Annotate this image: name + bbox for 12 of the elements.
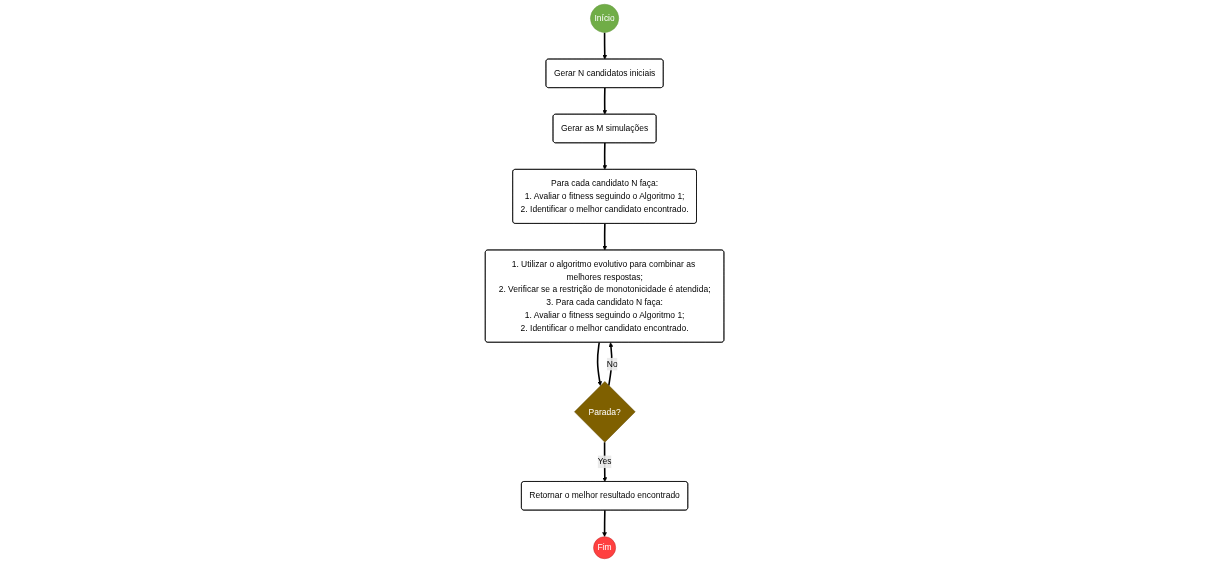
arrow	[596, 341, 602, 386]
arrow	[602, 142, 607, 170]
node-diamond: Parada?	[574, 381, 636, 443]
node-circle: Início	[590, 4, 619, 33]
edge-label: Yes	[597, 457, 612, 467]
arrow	[602, 441, 608, 482]
arrow	[602, 87, 607, 115]
arrow	[602, 31, 607, 60]
edge-label: No	[606, 359, 618, 369]
arrow	[602, 222, 607, 251]
node-circle: Fim	[593, 536, 616, 559]
arrow	[602, 509, 607, 537]
